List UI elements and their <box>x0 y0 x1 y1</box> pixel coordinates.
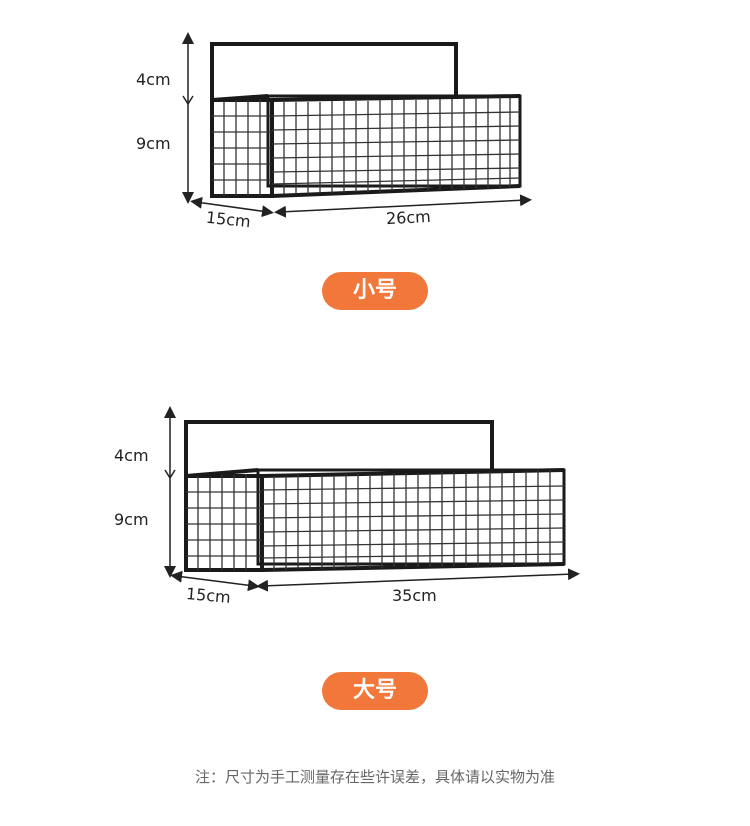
small-basket-height-label: 9cm <box>136 134 171 153</box>
large-size-badge: 大号 <box>322 672 428 710</box>
small-size-badge: 小号 <box>322 272 428 310</box>
large-basket-height-label: 9cm <box>114 510 149 529</box>
large-basket-illustration <box>164 406 580 592</box>
small-width-label: 26cm <box>385 206 432 229</box>
small-basket-illustration <box>182 32 532 218</box>
large-handle-height-label: 4cm <box>114 446 149 465</box>
measurement-note: 注：尺寸为手工测量存在些许误差，具体请以实物为准 <box>194 768 555 786</box>
small-handle-height-label: 4cm <box>136 70 171 89</box>
large-depth-label: 15cm <box>185 584 232 607</box>
small-basket-section: 4cm 9cm 15cm 26cm 小号 <box>0 0 750 330</box>
large-basket-section: 4cm 9cm 15cm 35cm 大号 <box>0 400 750 730</box>
large-width-label: 35cm <box>392 586 437 605</box>
